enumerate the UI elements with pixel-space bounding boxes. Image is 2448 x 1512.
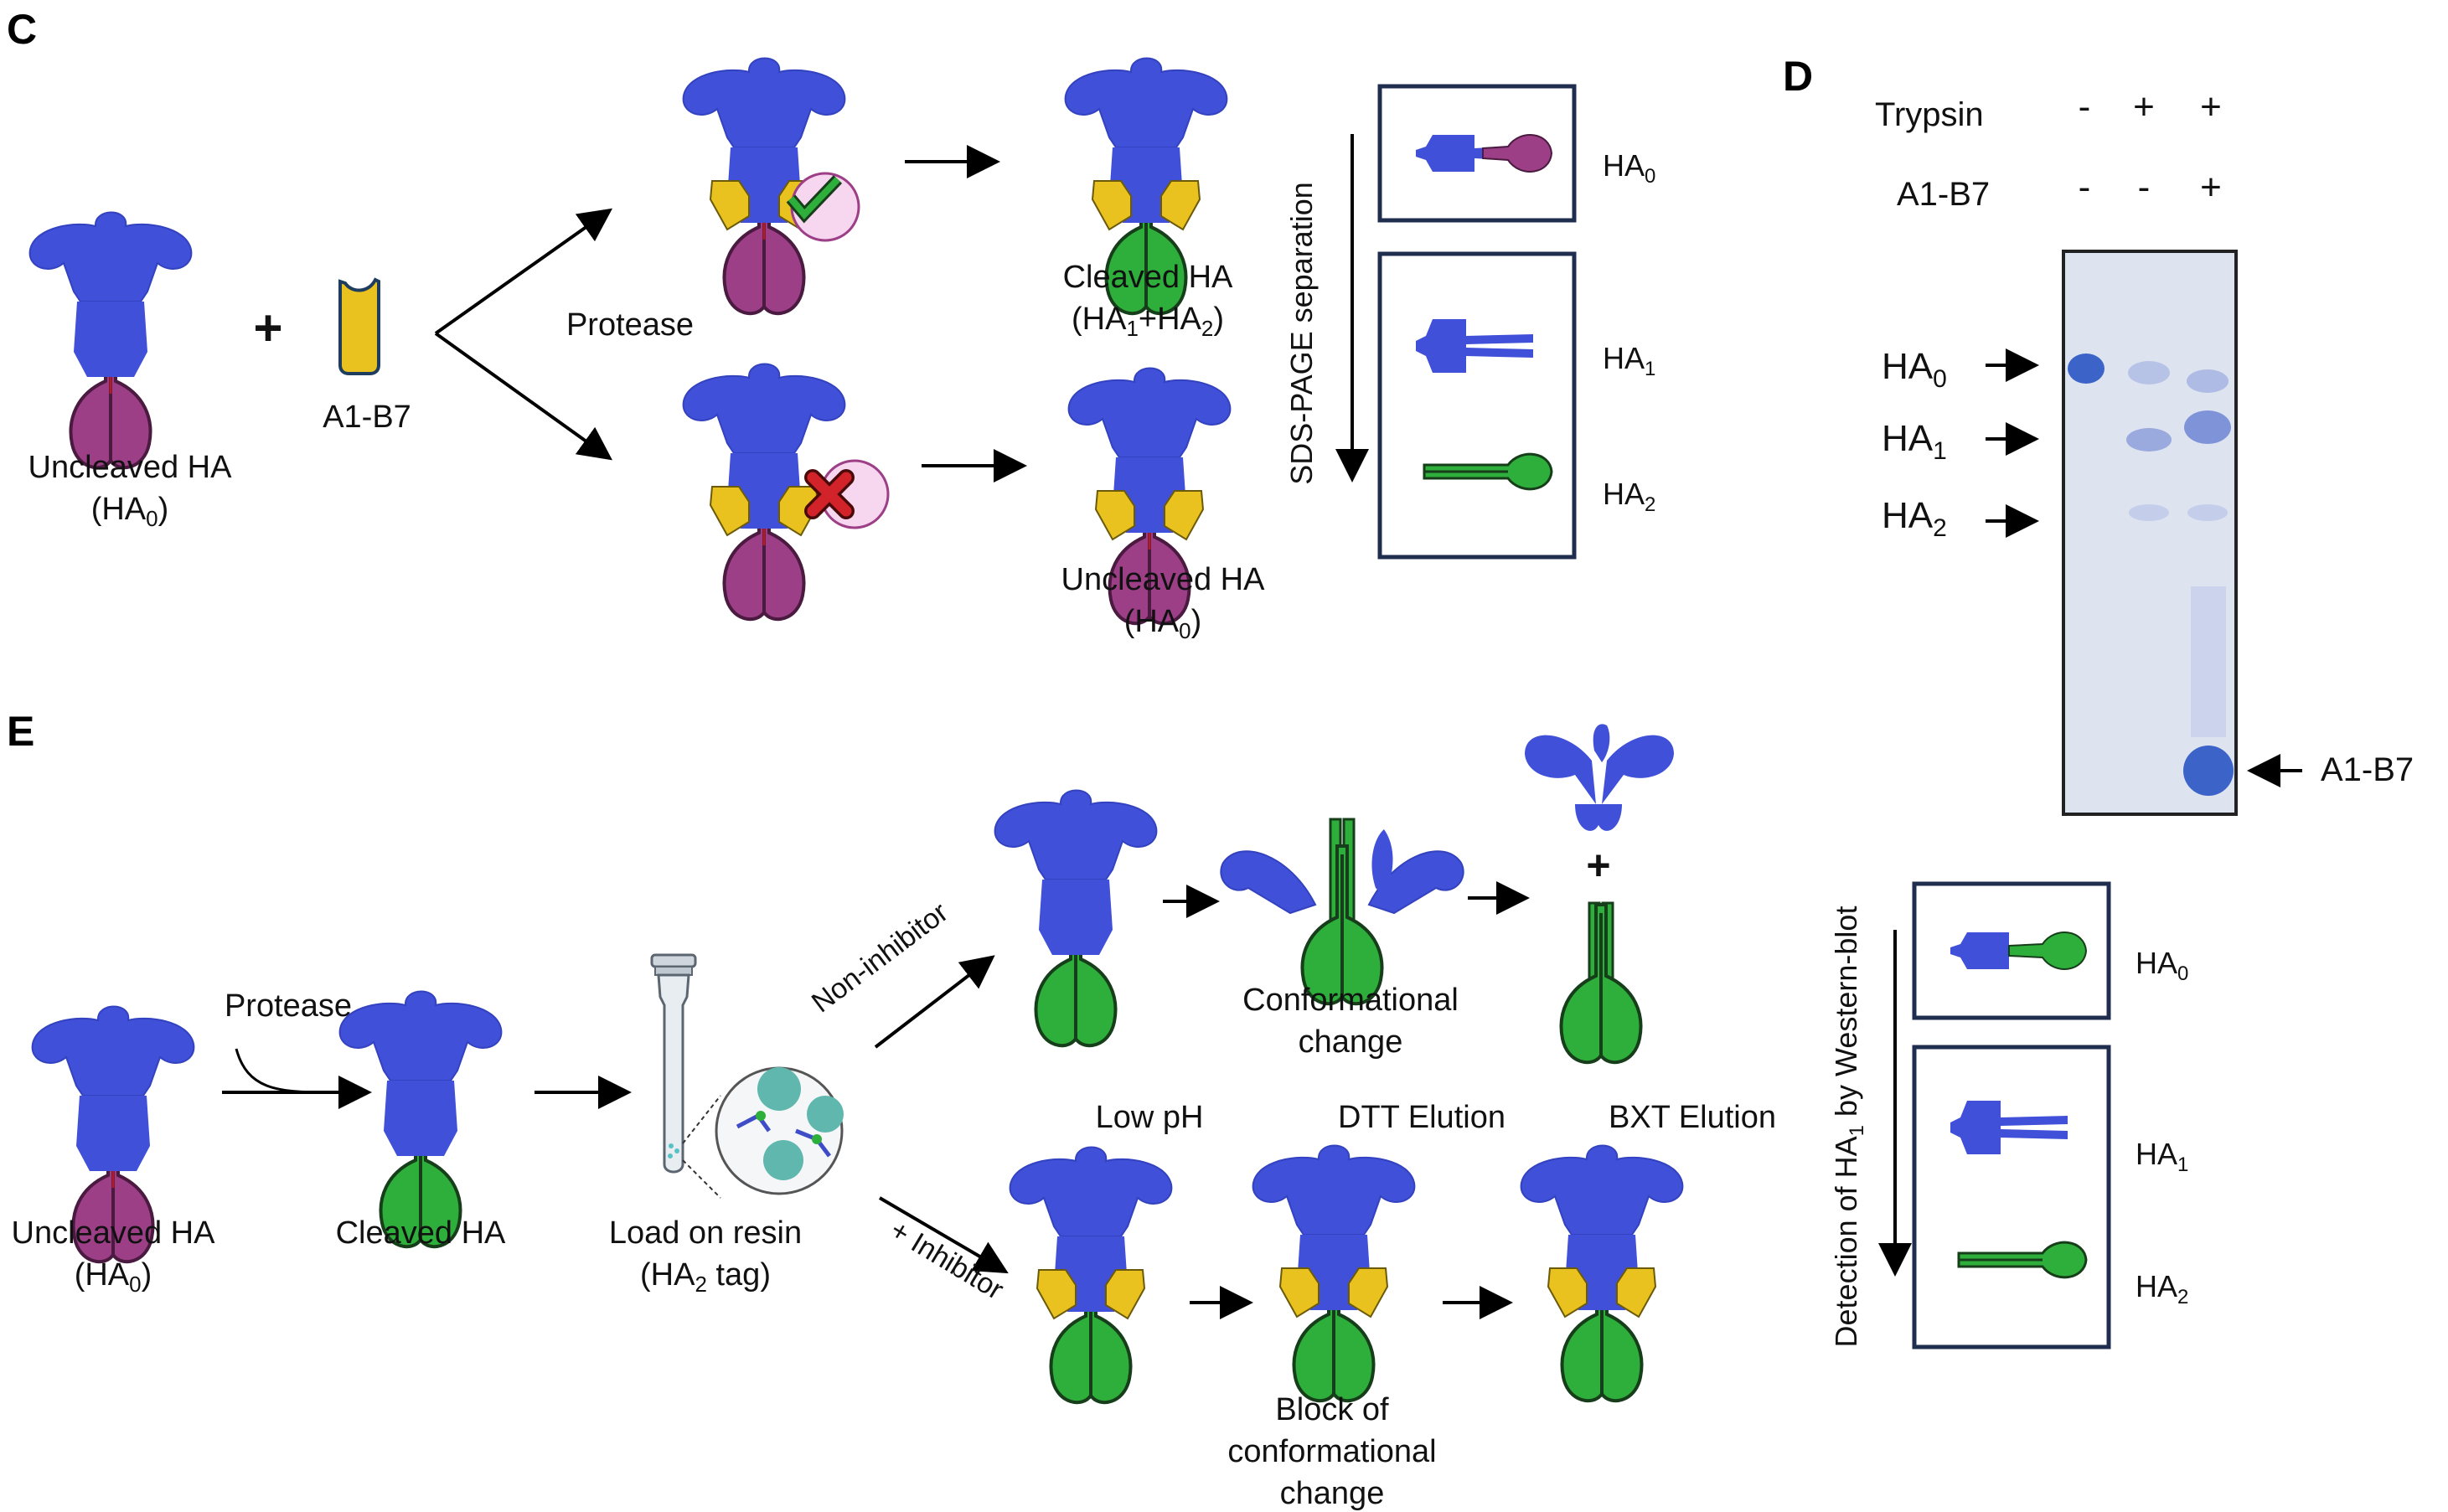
resin-sub: (HA2 tag) [640,1257,771,1297]
resin-zoom-icon [715,1066,844,1195]
released-ha2-icon [1559,901,1643,1065]
e-cleaved-label: Cleaved HA [336,1215,506,1251]
wb-label: Detection of HA1 by Western-blot [1829,906,1868,1348]
a1b7-sign-2: - [2138,167,2151,208]
cleaved-sub: (HA1+HA2) [1072,302,1224,341]
e-uncleaved-sub: (HA0) [75,1257,152,1297]
conf-change-line1: Conformational [1242,983,1459,1018]
uncleaved2-label: Uncleaved HA [1061,562,1266,597]
sds-ha2-label: HA2 [1603,477,1655,516]
gel-ha1-label: HA1 [1882,418,1947,465]
trypsin-label: Trypsin [1875,96,1984,133]
panel-d-letter: D [1783,53,1813,100]
sds-label: SDS-PAGE separation [1284,182,1319,485]
nanobody-a1b7-icon [338,277,380,375]
sds-ha0-label: HA0 [1603,148,1655,188]
block-line1: Block of [1275,1392,1389,1427]
bxt-label: BXT Elution [1609,1100,1776,1135]
wb-band-ha1-icon [1950,1101,2068,1154]
uncleaved-label: Uncleaved HA [28,450,233,485]
gel-band-ha0-lane1 [2068,353,2105,384]
a1b7-sign-1: - [2079,167,2091,208]
low-ph-label: Low pH [1096,1100,1204,1135]
ha-uncleaved-icon [30,213,192,468]
wb-box-bottom [1912,1045,2111,1349]
protease-label: Protease [566,307,694,343]
cleaved-label: Cleaved HA [1063,260,1233,295]
wb-ha0-label: HA0 [2136,946,2188,985]
gel-smear-lane3 [2191,586,2226,737]
block-line3: change [1280,1476,1385,1511]
wb-ha1-label: HA1 [2136,1137,2188,1176]
conformational-change-icon [1220,818,1464,1006]
trypsin-sign-2: + [2133,86,2155,127]
wb-band-ha0-icon [1950,931,2087,970]
bottom-ha-2 [1253,1146,1415,1401]
bottom-ha-3 [1521,1146,1683,1401]
inhibitor-label: + Inhibitor [885,1214,1009,1306]
band-ha0-icon [1415,134,1552,173]
trypsin-sign-3: + [2200,86,2222,127]
resin-label: Load on resin [609,1215,802,1251]
plus-sign: + [253,300,282,356]
cross-icon [804,469,855,519]
sds-box-bottom [1377,251,1577,560]
non-inhibitor-label: Non-inhibitor [806,896,954,1019]
gel-band-ha2-lane3 [2187,504,2228,521]
e-uncleaved-label: Uncleaved HA [12,1215,216,1251]
wb-box-top [1912,881,2111,1020]
bottom-ha-1 [1010,1148,1172,1403]
dtt-label: DTT Elution [1338,1100,1505,1135]
e-protease-label: Protease [225,988,352,1024]
gel-band-ha0-lane2 [2128,361,2170,384]
trypsin-sign-1: - [2079,86,2091,127]
gel-band-ha1-lane3 [2184,410,2231,444]
arrow-to-top [434,208,613,335]
arrow-to-bottom [434,332,613,461]
e-plus-sign: + [1586,842,1610,889]
gel-band-ha1-lane2 [2126,428,2172,452]
nanobody-label: A1-B7 [323,400,411,435]
a1b7-sign-3: + [2200,167,2222,208]
uncleaved2-sub: (HA0) [1124,604,1202,643]
top-ha-cleaved-icon [995,791,1157,1046]
panel-e-letter: E [7,708,34,755]
wb-band-ha2-icon [1957,1241,2088,1279]
band-ha1-icon [1416,319,1533,373]
panel-d: D Trypsin A1-B7 - + + - - + HA0 HA1 HA2 … [1783,53,2414,1349]
sds-box-top [1377,84,1577,223]
block-line2: conformational [1227,1434,1436,1469]
zoom-line-2 [682,1159,721,1199]
ha-with-protease-bottom [684,364,890,620]
zoom-line-1 [682,1095,721,1144]
panel-c: C Uncleaved HA (HA0) + A1-B7 Protease Cl… [7,6,1655,643]
arrow-non-inhibitor [874,955,995,1049]
gel-band-ha0-lane3 [2187,369,2229,393]
gel-ha2-label: HA2 [1882,495,1947,542]
gel-band-ha2-lane2 [2129,504,2169,521]
panel-c-letter: C [7,6,37,53]
protease-curve [235,1048,328,1094]
panel-e: E Uncleaved HA (HA0) Protease Cleaved HA [7,708,1776,1511]
gel-band-a1b7-lane3 [2183,746,2234,796]
arrow-inhibitor [878,1196,1009,1274]
sds-ha1-label: HA1 [1603,341,1655,380]
uncleaved-sub: (HA0) [91,492,169,531]
wb-ha2-label: HA2 [2136,1269,2188,1308]
resin-column-icon [650,953,697,1174]
released-ha1-icon [1525,724,1674,831]
e-ha-cleaved-icon [340,992,502,1247]
gel-bands [2068,353,2234,796]
band-ha2-icon [1423,452,1553,491]
conf-change-line2: change [1299,1024,1403,1060]
gel-ha0-label: HA0 [1882,346,1947,393]
gel-a1b7-label: A1-B7 [2321,751,2414,788]
ha-with-protease-top [684,59,860,314]
a1b7-row-label: A1-B7 [1897,176,1990,213]
